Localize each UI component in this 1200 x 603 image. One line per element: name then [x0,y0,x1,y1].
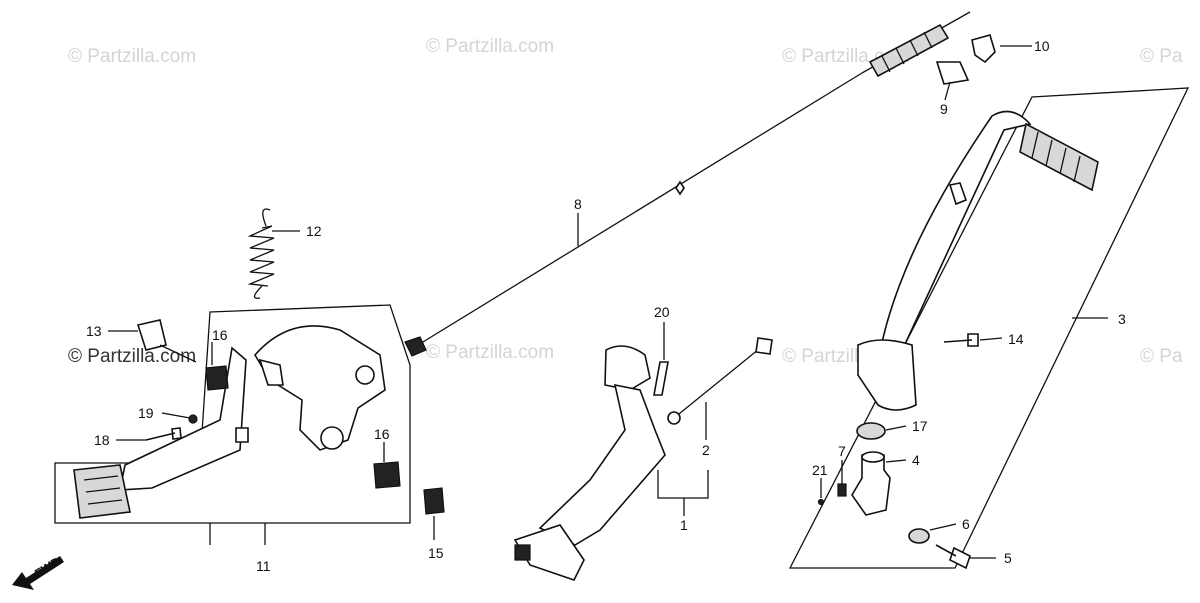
callout-14: 14 [1008,331,1024,347]
leader-4 [885,459,907,463]
grip-ribs [1031,131,1081,183]
callout-7: 7 [838,443,846,459]
brake-nut-15 [423,487,445,515]
fwd-arrow: FWD [12,554,64,590]
kickstarter-group-outline [788,87,1190,569]
callout-8: 8 [574,196,582,212]
watermark: © Pa [1140,46,1183,67]
cable-end-fitting [404,336,427,357]
shift-pedal-arm [538,383,666,546]
brake-tip-teeth [83,475,123,505]
callout-5: 5 [1004,550,1012,566]
brake-pedal-arm [119,346,247,491]
shift-pedal-tip [513,524,585,581]
shift-pedal-head [604,345,651,391]
brake-bushing-2 [373,461,401,489]
shift-rod-joint [667,411,681,425]
brake-rod-boss [355,365,375,385]
callout-17: 17 [912,418,928,434]
watermark: © Partzilla.com [426,36,554,57]
cable-boot-ribs [881,31,933,73]
callout-12: 12 [306,223,322,239]
spring-hook-top [262,208,271,227]
cable-adjuster [935,61,970,85]
callout-4: 4 [912,452,920,468]
leader-17 [885,425,907,431]
leader-bracket-1 [657,470,709,499]
kick-arm-bolt [943,333,979,347]
callout-11: 11 [256,558,271,574]
leader-19 [161,412,191,419]
callout-21: 21 [812,462,828,478]
shift-link-rod [673,344,765,419]
spring-hook-bottom [253,285,263,299]
callout-16: 16 [212,327,228,343]
brake-stop [235,427,249,443]
callout-16: 16 [374,426,390,442]
kick-pin [837,483,847,497]
shift-rod-end [755,337,773,355]
watermark: © Partzilla.com [426,342,554,363]
callout-19: 19 [138,405,154,421]
callout-2: 2 [702,442,710,458]
brake-bushing [205,365,229,391]
kick-washer-small [908,528,930,544]
leader-6 [929,523,957,531]
kick-arm-stop [948,182,968,206]
callout-18: 18 [94,432,110,448]
shift-pedal-bolt [653,361,669,396]
brake-spring-hook [258,358,284,386]
callout-20: 20 [654,304,670,320]
watermark: © Partzilla.com [68,346,196,367]
kick-rubber-grip [1019,122,1099,192]
kick-arm-boss [857,339,917,411]
brake-nut [188,414,198,424]
leader-bracket-11 [209,523,266,545]
brake-pivot-bolt [136,319,167,351]
callout-3: 3 [1118,311,1126,327]
brake-pivot-boss [320,426,344,450]
kick-pinion-top [861,451,885,463]
leader-14 [979,337,1003,341]
kick-washer [856,422,886,440]
callout-6: 6 [962,516,970,532]
leader-9 [944,81,951,101]
watermark: © Partzilla.com [68,46,196,67]
cable-wing-nut [971,34,996,64]
callout-10: 10 [1034,38,1050,54]
kick-arm [879,110,1032,356]
brake-adjust-bolt [145,427,182,441]
shift-tip-rubber [514,544,531,561]
brake-pedal-tip [73,464,131,519]
kick-pinch-bolt [935,544,971,570]
brake-pedal-body [254,325,386,451]
brake-pivot-shank [159,344,197,363]
callout-15: 15 [428,545,444,561]
callout-1: 1 [680,517,688,533]
cable-wire [417,72,863,346]
kick-pinion-holder [851,454,891,516]
cable-clip [675,180,685,196]
return-spring [247,225,275,287]
cable-boot [868,23,950,78]
callout-13: 13 [86,323,102,339]
watermark: © Pa [1140,346,1183,367]
kick-ball [817,498,825,506]
callout-9: 9 [940,101,948,117]
